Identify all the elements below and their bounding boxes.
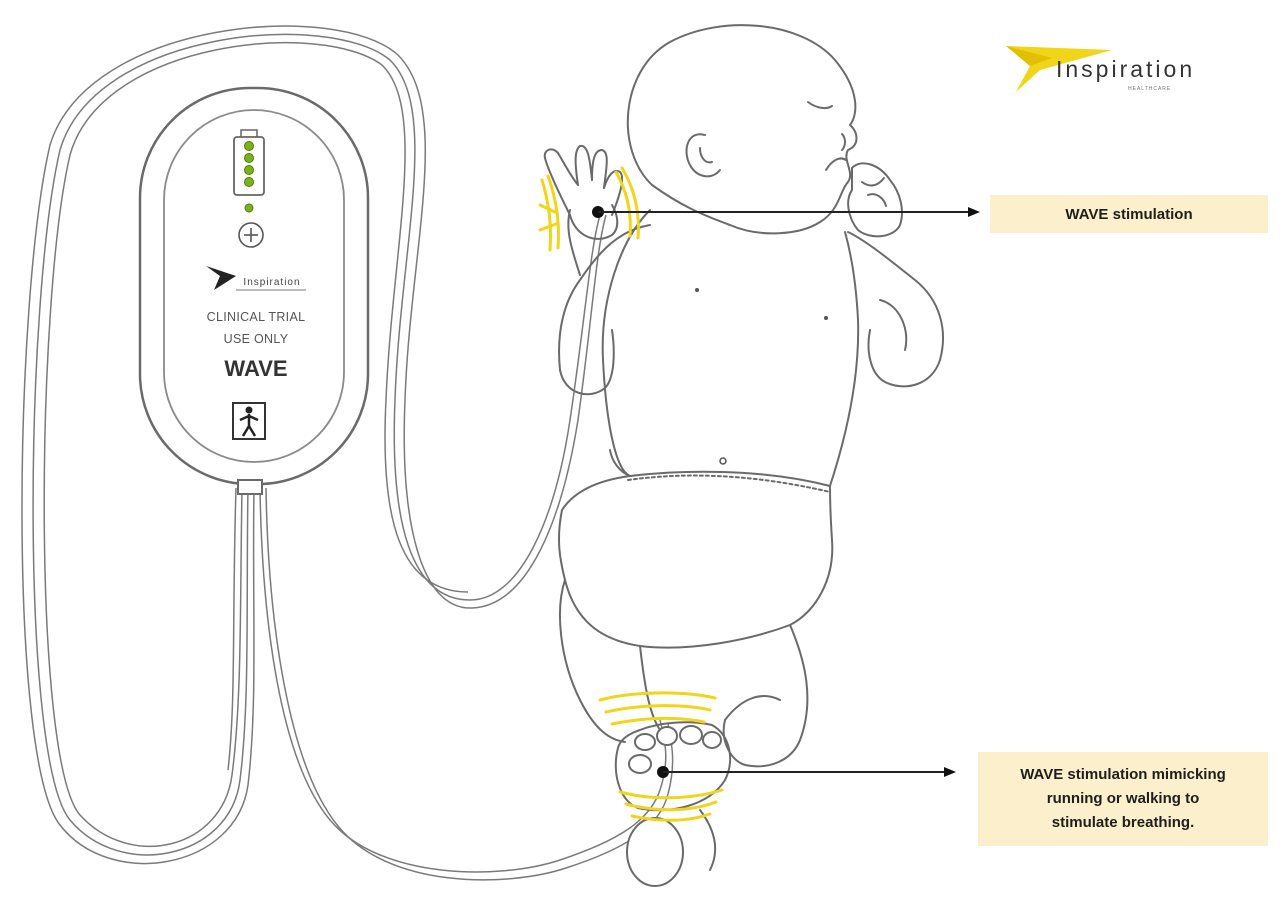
device-brand-label: Inspiration <box>232 277 312 288</box>
battery-icon <box>234 130 264 195</box>
callout-wave-stimulation-breathing: WAVE stimulation mimicking running or wa… <box>978 752 1268 846</box>
device-clinical-label: CLINICAL TRIAL USE ONLY <box>186 306 326 350</box>
status-led-icon <box>245 204 253 212</box>
logo-subtitle: HEALTHCARE <box>1128 86 1171 92</box>
person-symbol-icon <box>233 403 265 439</box>
baby-illustration <box>545 25 943 886</box>
device-name-label: WAVE <box>186 356 326 382</box>
logo-wordmark: Inspiration <box>1056 56 1195 83</box>
arrow-upper <box>592 206 980 218</box>
plus-icon <box>239 223 263 247</box>
callout-wave-stimulation: WAVE stimulation <box>990 195 1268 233</box>
wave-device <box>140 88 368 494</box>
stimulation-marks-foot <box>600 693 722 820</box>
arrow-lower <box>657 766 956 778</box>
